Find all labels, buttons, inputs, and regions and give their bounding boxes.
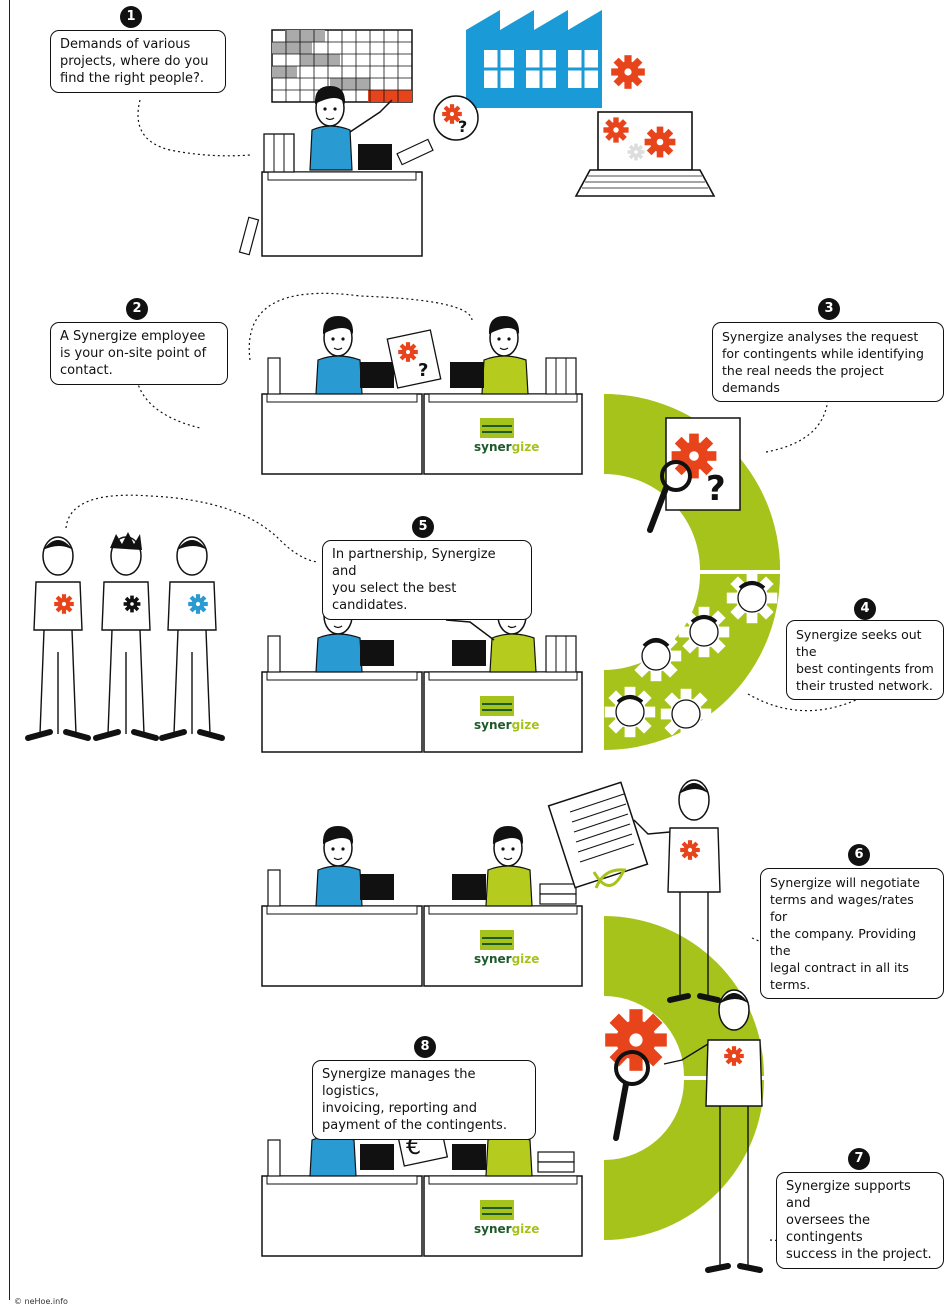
step-6-caption: Synergize will negotiate terms and wages… <box>760 868 944 999</box>
step-2-caption: A Synergize employee is your on-site poi… <box>50 322 228 385</box>
scene-8: € <box>261 1071 583 1257</box>
step-badge-3: 3 <box>818 298 840 320</box>
big-gear-magnifier <box>605 1009 667 1141</box>
contingent-man-7 <box>663 989 763 1273</box>
step-badge-2: 2 <box>126 298 148 320</box>
schedule-grid <box>271 29 413 103</box>
step-1-caption: Demands of various projects, where do yo… <box>50 30 226 93</box>
copyright-text: © neHoe.info <box>14 1297 68 1306</box>
contract-document <box>547 781 649 889</box>
svg-text:?: ? <box>418 360 428 381</box>
synergize-logo-text: synergize <box>474 952 540 966</box>
woman-client-2 <box>315 315 363 395</box>
woman-synergize-2 <box>481 315 529 395</box>
step-5-caption: In partnership, Synergize and you select… <box>322 540 532 620</box>
step-8-caption: Synergize manages the logistics, invoici… <box>312 1060 536 1140</box>
network-faces <box>604 572 778 740</box>
step-badge-1: 1 <box>120 6 142 28</box>
woman-1 <box>309 85 393 171</box>
scene-5 <box>261 593 583 753</box>
step-badge-6: 6 <box>848 844 870 866</box>
thought-bubble: ? <box>433 95 479 141</box>
scene-1: ? <box>137 10 716 257</box>
step-4-caption: Synergize seeks out the best contingents… <box>786 620 944 700</box>
step-7-caption: Synergize supports and oversees the cont… <box>776 1172 944 1269</box>
synergize-logo-2 <box>480 418 514 438</box>
step-3-caption: Synergize analyses the request for conti… <box>712 322 944 402</box>
question-mark: ? <box>458 117 467 136</box>
request-paper: ? <box>386 329 442 389</box>
contingent-man-6 <box>633 779 721 1003</box>
synergize-logo-text: synergize <box>474 440 540 454</box>
svg-text:?: ? <box>706 469 726 509</box>
scene-2: ? <box>134 292 583 475</box>
step-badge-5: 5 <box>412 516 434 538</box>
scene-6 <box>261 779 861 1003</box>
desk-1 <box>238 133 434 257</box>
factory-icon <box>466 10 602 108</box>
synergize-logo-text: synergize <box>474 1222 540 1236</box>
scene-7 <box>605 989 862 1273</box>
step-badge-8: 8 <box>414 1036 436 1058</box>
step-badge-7: 7 <box>848 1148 870 1170</box>
connector-5 <box>65 494 319 563</box>
left-border-line <box>9 0 10 1300</box>
analysis-paper: ? <box>647 417 741 533</box>
connector-1 <box>137 99 251 157</box>
step-badge-4: 4 <box>854 598 876 620</box>
candidates <box>25 532 225 741</box>
laptop-icon <box>574 55 716 197</box>
synergize-logo-text: synergize <box>474 718 540 732</box>
